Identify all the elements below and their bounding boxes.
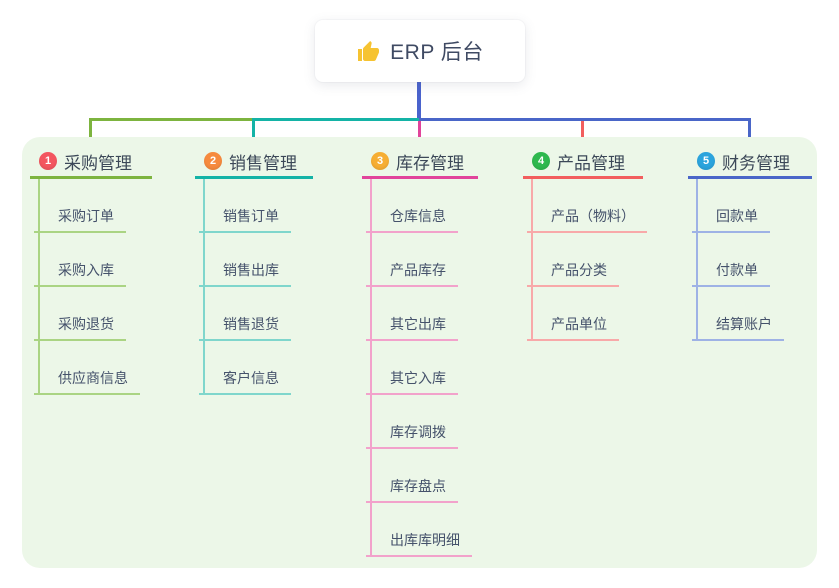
branch-spine-line <box>38 179 40 395</box>
child-node[interactable]: 其它出库 <box>362 287 472 341</box>
child-node[interactable]: 产品单位 <box>523 287 647 341</box>
branch-spine-line <box>370 179 372 557</box>
branch-label: 财务管理 <box>722 153 790 173</box>
branch-label: 销售管理 <box>229 153 297 173</box>
child-label: 采购入库 <box>58 262 114 278</box>
root-title: ERP 后台 <box>390 41 484 64</box>
child-node[interactable]: 采购退货 <box>30 287 140 341</box>
child-node[interactable]: 库存调拨 <box>362 395 472 449</box>
branch-children: 采购订单 采购入库 采购退货 供应商信息 <box>30 179 140 395</box>
child-underline: 库存盘点 <box>366 476 458 503</box>
branch-spine-line <box>531 179 533 341</box>
child-label: 产品单位 <box>551 316 607 332</box>
child-label: 产品（物料） <box>551 208 635 224</box>
branch-header[interactable]: 4 产品管理 <box>523 146 643 179</box>
child-label: 仓库信息 <box>390 208 446 224</box>
child-underline: 产品库存 <box>366 260 458 287</box>
child-node[interactable]: 库存盘点 <box>362 449 472 503</box>
branch-number-badge: 2 <box>204 152 222 170</box>
child-node[interactable]: 付款单 <box>688 233 784 287</box>
child-node[interactable]: 产品分类 <box>523 233 647 287</box>
branch-spine-line <box>203 179 205 395</box>
branch-children: 销售订单 销售出库 销售退货 客户信息 <box>195 179 291 395</box>
child-node[interactable]: 出库库明细 <box>362 503 472 557</box>
child-label: 库存盘点 <box>390 478 446 494</box>
branch-children: 回款单 付款单 结算账户 <box>688 179 784 341</box>
child-node[interactable]: 客户信息 <box>195 341 291 395</box>
mindmap-board: 1 采购管理 采购订单 采购入库 采购退货 供应商信息 2 销售管理 销售订单 … <box>22 137 817 568</box>
child-underline: 产品单位 <box>527 314 619 341</box>
child-underline: 采购退货 <box>34 314 126 341</box>
branch-header[interactable]: 1 采购管理 <box>30 146 152 179</box>
child-underline: 产品分类 <box>527 260 619 287</box>
child-label: 回款单 <box>716 208 758 224</box>
child-label: 出库库明细 <box>390 532 460 548</box>
child-node[interactable]: 销售退货 <box>195 287 291 341</box>
child-node[interactable]: 产品库存 <box>362 233 472 287</box>
child-underline: 回款单 <box>692 206 770 233</box>
child-label: 付款单 <box>716 262 758 278</box>
child-label: 库存调拨 <box>390 424 446 440</box>
branch-number-badge: 1 <box>39 152 57 170</box>
connector-h-teal <box>252 118 419 121</box>
branch-label: 采购管理 <box>64 153 132 173</box>
child-label: 销售订单 <box>223 208 279 224</box>
branch-header[interactable]: 3 库存管理 <box>362 146 478 179</box>
root-node[interactable]: ERP 后台 <box>315 20 525 82</box>
child-label: 其它出库 <box>390 316 446 332</box>
child-label: 客户信息 <box>223 370 279 386</box>
child-node[interactable]: 产品（物料） <box>523 179 647 233</box>
child-node[interactable]: 供应商信息 <box>30 341 140 395</box>
child-node[interactable]: 采购入库 <box>30 233 140 287</box>
child-node[interactable]: 其它入库 <box>362 341 472 395</box>
child-label: 销售出库 <box>223 262 279 278</box>
child-underline: 产品（物料） <box>527 206 647 233</box>
branch-number-badge: 3 <box>371 152 389 170</box>
child-node[interactable]: 销售出库 <box>195 233 291 287</box>
child-underline: 库存调拨 <box>366 422 458 449</box>
branch-spine-line <box>696 179 698 341</box>
child-node[interactable]: 采购订单 <box>30 179 140 233</box>
child-label: 产品分类 <box>551 262 607 278</box>
child-label: 采购订单 <box>58 208 114 224</box>
connector-root-stem <box>417 82 421 121</box>
branch-children: 产品（物料） 产品分类 产品单位 <box>523 179 647 341</box>
child-node[interactable]: 结算账户 <box>688 287 784 341</box>
child-label: 供应商信息 <box>58 370 128 386</box>
child-underline: 出库库明细 <box>366 530 472 557</box>
child-label: 销售退货 <box>223 316 279 332</box>
branch-number-badge: 4 <box>532 152 550 170</box>
child-node[interactable]: 回款单 <box>688 179 784 233</box>
child-underline: 采购订单 <box>34 206 126 233</box>
child-underline: 销售订单 <box>199 206 291 233</box>
thumbs-up-icon <box>358 41 380 61</box>
child-label: 结算账户 <box>716 316 772 332</box>
branch-label: 产品管理 <box>557 153 625 173</box>
child-underline: 销售退货 <box>199 314 291 341</box>
child-underline: 其它入库 <box>366 368 458 395</box>
connector-h-green <box>89 118 252 121</box>
child-label: 其它入库 <box>390 370 446 386</box>
child-underline: 采购入库 <box>34 260 126 287</box>
branch-label: 库存管理 <box>396 153 464 173</box>
child-underline: 其它出库 <box>366 314 458 341</box>
child-underline: 仓库信息 <box>366 206 458 233</box>
child-node[interactable]: 销售订单 <box>195 179 291 233</box>
child-underline: 付款单 <box>692 260 770 287</box>
branch-number-badge: 5 <box>697 152 715 170</box>
branch-header[interactable]: 5 财务管理 <box>688 146 812 179</box>
child-label: 产品库存 <box>390 262 446 278</box>
connector-h-blue <box>419 118 751 121</box>
child-underline: 结算账户 <box>692 314 784 341</box>
child-underline: 销售出库 <box>199 260 291 287</box>
child-label: 采购退货 <box>58 316 114 332</box>
child-underline: 客户信息 <box>199 368 291 395</box>
child-node[interactable]: 仓库信息 <box>362 179 472 233</box>
branch-header[interactable]: 2 销售管理 <box>195 146 313 179</box>
branch-children: 仓库信息 产品库存 其它出库 其它入库 库存调拨 库存盘点 出库库明细 <box>362 179 472 557</box>
child-underline: 供应商信息 <box>34 368 140 395</box>
